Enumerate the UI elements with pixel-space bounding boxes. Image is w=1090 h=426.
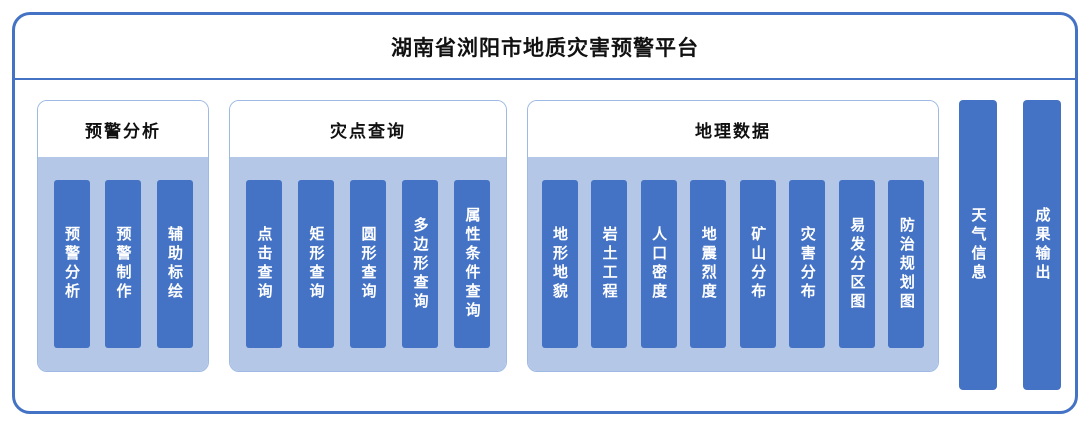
item-bar: 点击查询: [246, 180, 282, 348]
group-title: 预警分析: [38, 101, 208, 157]
bar-weather-info: 天气信息: [959, 100, 997, 390]
item-bar: 地形地貌: [541, 180, 578, 348]
item-bar: 矩形查询: [298, 180, 334, 348]
group-title: 地理数据: [528, 101, 938, 157]
item-bar: 防治规划图: [888, 180, 925, 348]
item-bar: 岩土工程: [591, 180, 628, 348]
item-bar: 矿山分布: [739, 180, 776, 348]
item-bar: 预警制作: [105, 180, 141, 348]
item-bar: 多边形查询: [402, 180, 438, 348]
item-bar: 人口密度: [640, 180, 677, 348]
item-bar: 圆形查询: [350, 180, 386, 348]
group-body: 预警分析 预警制作 辅助标绘: [38, 157, 208, 371]
group-body: 地形地貌 岩土工程 人口密度 地震烈度 矿山分布 灾害分布 易发分区图 防治规划…: [528, 157, 938, 371]
item-bar: 易发分区图: [838, 180, 875, 348]
item-bar: 地震烈度: [690, 180, 727, 348]
group-body: 点击查询 矩形查询 圆形查询 多边形查询 属性条件查询: [230, 157, 506, 371]
item-bar: 灾害分布: [789, 180, 826, 348]
item-bar: 辅助标绘: [156, 180, 193, 348]
group-disaster-query: 灾点查询 点击查询 矩形查询 圆形查询 多边形查询 属性条件查询: [229, 100, 507, 372]
group-warning-analysis: 预警分析 预警分析 预警制作 辅助标绘: [37, 100, 209, 372]
item-bar: 预警分析: [53, 180, 90, 348]
bar-result-output: 成果输出: [1023, 100, 1061, 390]
group-geographic-data: 地理数据 地形地貌 岩土工程 人口密度 地震烈度 矿山分布 灾害分布 易发分区图…: [527, 100, 939, 372]
page-title: 湖南省浏阳市地质灾害预警平台: [15, 15, 1075, 80]
platform-diagram-frame: 湖南省浏阳市地质灾害预警平台 预警分析 预警分析 预警制作 辅助标绘 灾点查询 …: [12, 12, 1078, 414]
item-bar: 属性条件查询: [454, 180, 490, 348]
diagram-content: 预警分析 预警分析 预警制作 辅助标绘 灾点查询 点击查询 矩形查询 圆形查询 …: [15, 80, 1075, 411]
group-title: 灾点查询: [230, 101, 506, 157]
